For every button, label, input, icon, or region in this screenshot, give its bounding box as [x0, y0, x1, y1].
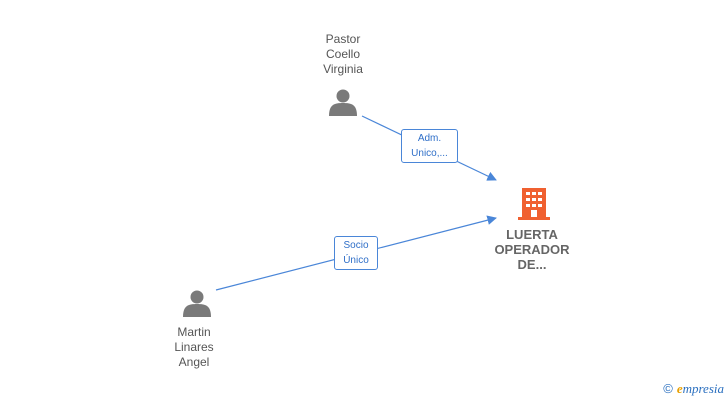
- empresia-logo-e: e: [676, 381, 683, 396]
- empresia-logo-text: mpresia: [682, 381, 724, 396]
- person-icon[interactable]: [183, 290, 211, 318]
- person-icon[interactable]: [329, 89, 357, 117]
- edge-label-socio-unico[interactable]: Socio Único: [334, 236, 378, 270]
- person-name-label[interactable]: Pastor Coello Virginia: [323, 32, 363, 76]
- empresia-watermark: ©empresia: [663, 381, 724, 397]
- company-name-label[interactable]: LUERTA OPERADOR DE...: [494, 227, 570, 272]
- edge-label-adm-unico[interactable]: Adm. Unico,...: [401, 129, 458, 163]
- building-icon[interactable]: [518, 188, 550, 220]
- copyright-symbol: ©: [663, 381, 673, 396]
- person-name-label[interactable]: Martin Linares Angel: [174, 325, 214, 369]
